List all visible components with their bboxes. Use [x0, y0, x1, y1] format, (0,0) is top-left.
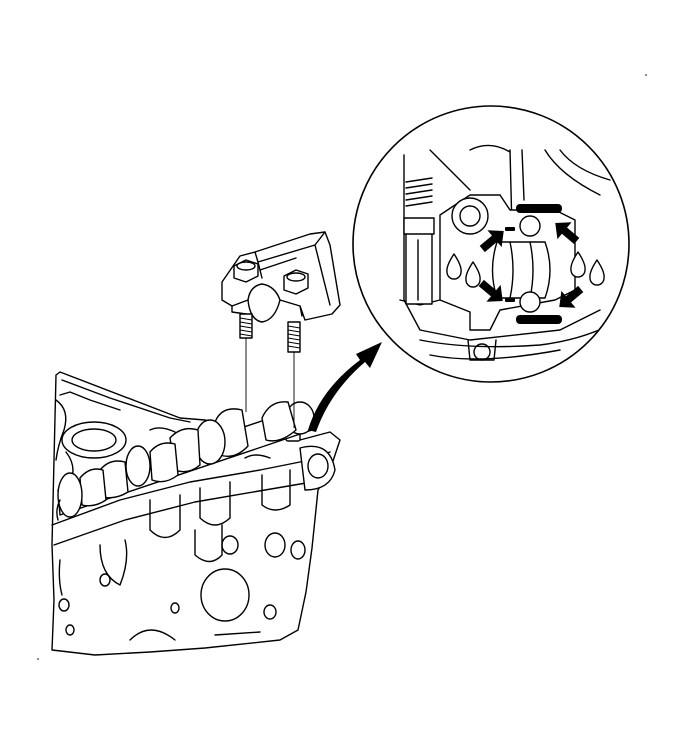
callout-arrow — [308, 342, 382, 432]
oil-drop-icon — [589, 259, 605, 286]
speck — [645, 74, 647, 76]
arrow-lower-right-icon — [559, 285, 584, 308]
sealant-dash-bottom — [505, 298, 515, 302]
bearing-cap-bracket-illustration — [221, 231, 341, 323]
sealant-dash-top — [505, 227, 515, 231]
oil-drop-icon — [446, 253, 462, 280]
oil-drop-icons — [446, 251, 605, 288]
sealant-application-marks — [505, 204, 562, 324]
speck — [37, 658, 39, 660]
arrow-lower-left-icon — [478, 279, 503, 302]
oil-drop-icon — [570, 251, 586, 278]
arrow-upper-right-icon — [555, 222, 580, 245]
alignment-guide-lines — [245, 338, 295, 428]
oil-drop-icon — [465, 261, 481, 288]
direction-arrows — [478, 222, 584, 308]
mounting-bolts-illustration — [233, 259, 309, 353]
sealant-bar-top — [516, 204, 562, 213]
sealant-bar-bottom — [516, 315, 562, 324]
arrow-upper-left-icon — [479, 230, 504, 253]
